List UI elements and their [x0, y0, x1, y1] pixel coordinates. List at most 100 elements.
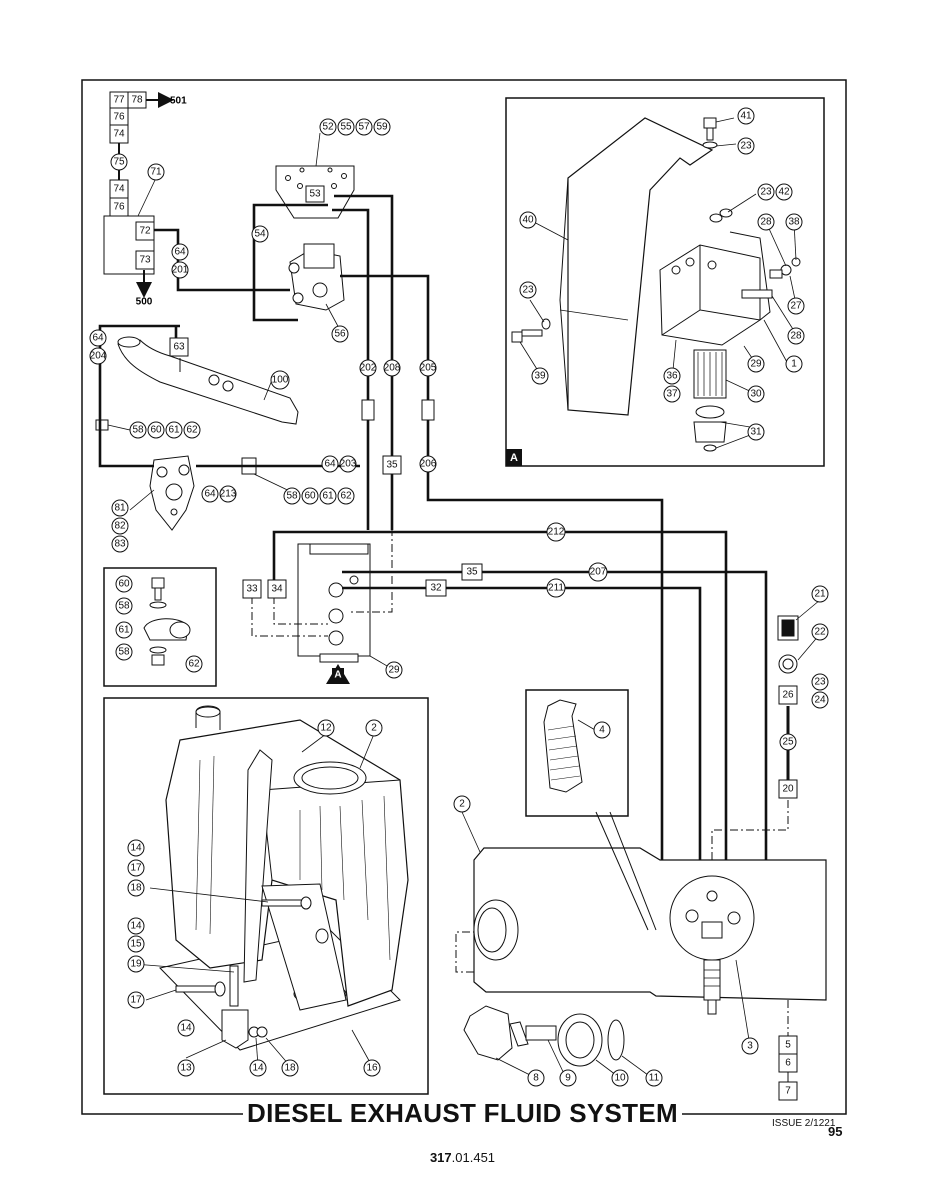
- svg-text:2: 2: [371, 723, 377, 734]
- svg-text:2: 2: [459, 799, 465, 810]
- callout-60a: 60: [147, 421, 165, 439]
- callout-60c: 60: [115, 575, 133, 593]
- callout-56: 56: [331, 325, 349, 343]
- svg-text:17: 17: [130, 995, 142, 1006]
- svg-text:3: 3: [747, 1041, 753, 1052]
- svg-text:18: 18: [130, 883, 142, 894]
- svg-text:33: 33: [246, 584, 258, 595]
- callout-9: 9: [559, 1069, 577, 1087]
- callout-61a: 61: [165, 421, 183, 439]
- svg-text:58: 58: [118, 601, 130, 612]
- callout-8: 8: [527, 1069, 545, 1087]
- svg-text:64: 64: [92, 333, 104, 344]
- svg-text:204: 204: [90, 351, 107, 362]
- callout-208: 208: [383, 359, 401, 377]
- svg-text:23: 23: [760, 187, 772, 198]
- callout-64b: 64: [89, 329, 107, 347]
- callout-11: 11: [645, 1069, 663, 1087]
- svg-text:81: 81: [114, 503, 126, 514]
- svg-text:64: 64: [324, 459, 336, 470]
- arrow-label-500: 500: [136, 297, 153, 308]
- svg-text:27: 27: [790, 301, 802, 312]
- box-74a: 74: [113, 129, 125, 140]
- svg-text:14: 14: [130, 843, 142, 854]
- box-78: 78: [131, 95, 143, 106]
- svg-text:15: 15: [130, 939, 142, 950]
- svg-text:82: 82: [114, 521, 126, 532]
- svg-text:203: 203: [340, 459, 357, 470]
- svg-text:38: 38: [788, 217, 800, 228]
- svg-text:30: 30: [750, 389, 762, 400]
- svg-text:52: 52: [322, 122, 334, 133]
- callout-55: 55: [337, 118, 355, 136]
- dash-links: [100, 465, 789, 1036]
- callout-27: 27: [787, 297, 805, 315]
- box-35b: 35: [461, 563, 483, 581]
- callout-212: 212: [546, 522, 566, 542]
- callout-37: 37: [663, 385, 681, 403]
- box-32: 32: [425, 579, 447, 597]
- callout-22: 22: [811, 623, 829, 641]
- detail-a-panel: A: [505, 97, 825, 467]
- svg-text:23: 23: [522, 285, 534, 296]
- svg-text:32: 32: [430, 583, 442, 594]
- def-tank: [473, 847, 827, 1001]
- callout-61b: 61: [319, 487, 337, 505]
- svg-text:1: 1: [791, 359, 797, 370]
- box-20: 20: [778, 779, 798, 799]
- def-pump: [297, 543, 371, 663]
- callout-59: 59: [373, 118, 391, 136]
- callout-64d: 64: [201, 485, 219, 503]
- svg-text:20: 20: [782, 784, 794, 795]
- svg-text:60: 60: [304, 491, 316, 502]
- callout-19: 19: [127, 955, 145, 973]
- callout-30: 30: [747, 385, 765, 403]
- callout-58c: 58: [115, 597, 133, 615]
- callouts: 52 55 57 59 71 75 64 201 54 56 64 204 10…: [89, 107, 829, 1087]
- callout-15: 15: [127, 935, 145, 953]
- callout-24: 24: [811, 691, 829, 709]
- callout-75: 75: [110, 153, 128, 171]
- svg-text:14: 14: [130, 921, 142, 932]
- svg-text:A: A: [334, 670, 341, 681]
- callout-205: 205: [419, 359, 437, 377]
- svg-text:23: 23: [740, 141, 752, 152]
- svg-text:21: 21: [814, 589, 826, 600]
- callout-14d: 14: [249, 1059, 267, 1077]
- clamp-detail-panel: [103, 567, 217, 687]
- svg-text:60: 60: [118, 579, 130, 590]
- box-63: 63: [169, 337, 189, 357]
- svg-text:61: 61: [322, 491, 334, 502]
- valve-body: [149, 455, 195, 531]
- box-33: 33: [242, 579, 262, 599]
- callout-4: 4: [593, 721, 611, 739]
- svg-text:100: 100: [272, 375, 289, 386]
- callout-54: 54: [251, 225, 269, 243]
- detail-a-marker: A: [326, 664, 350, 684]
- arrow-label-501: 501: [170, 96, 187, 107]
- svg-text:54: 54: [254, 229, 266, 240]
- svg-text:64: 64: [174, 247, 186, 258]
- svg-text:206: 206: [420, 459, 437, 470]
- svg-text:62: 62: [186, 425, 198, 436]
- svg-text:9: 9: [565, 1073, 571, 1084]
- callout-211: 211: [546, 578, 566, 598]
- svg-text:31: 31: [750, 427, 762, 438]
- callout-83: 83: [111, 535, 129, 553]
- svg-text:58: 58: [132, 425, 144, 436]
- level-sensor: [777, 615, 799, 674]
- svg-text:202: 202: [360, 363, 377, 374]
- svg-text:61: 61: [168, 425, 180, 436]
- svg-text:62: 62: [188, 659, 200, 670]
- callout-81: 81: [111, 499, 129, 517]
- svg-text:19: 19: [130, 959, 142, 970]
- issue-label: ISSUE 2/1221: [772, 1118, 836, 1129]
- bolt-41: [702, 117, 718, 149]
- callout-38: 38: [785, 213, 803, 231]
- callout-62a: 62: [183, 421, 201, 439]
- svg-text:37: 37: [666, 389, 678, 400]
- svg-text:212: 212: [548, 527, 565, 538]
- callout-61c: 61: [115, 621, 133, 639]
- callout-29b: 29: [747, 355, 765, 373]
- svg-text:6: 6: [785, 1058, 791, 1069]
